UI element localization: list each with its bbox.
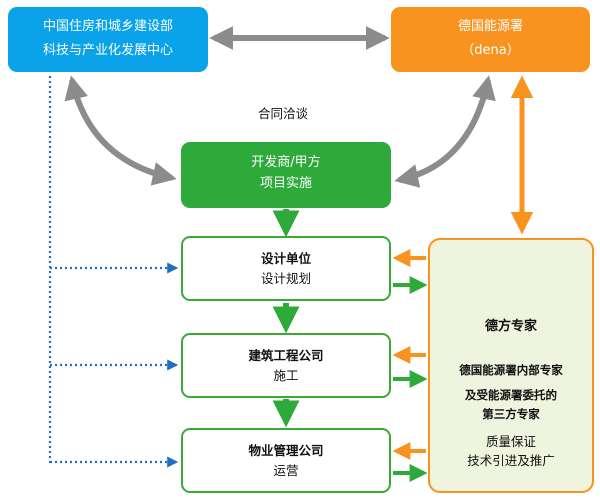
experts-line5: 技术引进及推广 — [467, 453, 555, 468]
design-line1: 设计单位 — [260, 251, 311, 266]
design-node: 设计单位 设计规划 — [181, 236, 391, 301]
experts-node: 德方专家 德国能源署内部专家 及受能源署委托的 第三方专家 质量保证 技术引进及… — [428, 238, 594, 493]
experts-title: 德方专家 — [484, 319, 537, 334]
construction-node: 建筑工程公司 施工 — [181, 333, 391, 398]
design-line2: 设计规划 — [260, 271, 311, 286]
experts-line4: 质量保证 — [485, 434, 536, 449]
mohurd-node: 中国住房和城乡建设部 科技与产业化发展中心 — [8, 7, 208, 72]
experts-line3: 第三方专家 — [482, 407, 540, 421]
dena-line1: 德国能源署 — [457, 19, 523, 34]
experts-line1: 德国能源署内部专家 — [459, 363, 563, 377]
developer-line1: 开发商/甲方 — [251, 155, 321, 170]
developer-node: 开发商/甲方 项目实施 — [181, 142, 391, 208]
construction-line2: 施工 — [273, 368, 299, 383]
property-line1: 物业管理公司 — [248, 443, 324, 458]
experts-line2: 及受能源署委托的 — [465, 388, 557, 402]
negotiation-label: 合同洽谈 — [258, 106, 309, 121]
dena-node: 德国能源署 （dena） — [391, 7, 590, 72]
dena-line2: （dena） — [461, 43, 520, 58]
property-node: 物业管理公司 运营 — [181, 428, 391, 493]
developer-line2: 项目实施 — [259, 176, 312, 191]
construction-line1: 建筑工程公司 — [248, 348, 324, 363]
mohurd-line1: 中国住房和城乡建设部 — [42, 19, 173, 34]
curve-arrow-right — [394, 75, 496, 188]
property-line2: 运营 — [273, 463, 299, 478]
mohurd-line2: 科技与产业化发展中心 — [42, 43, 173, 58]
curve-arrow-left — [64, 75, 177, 186]
